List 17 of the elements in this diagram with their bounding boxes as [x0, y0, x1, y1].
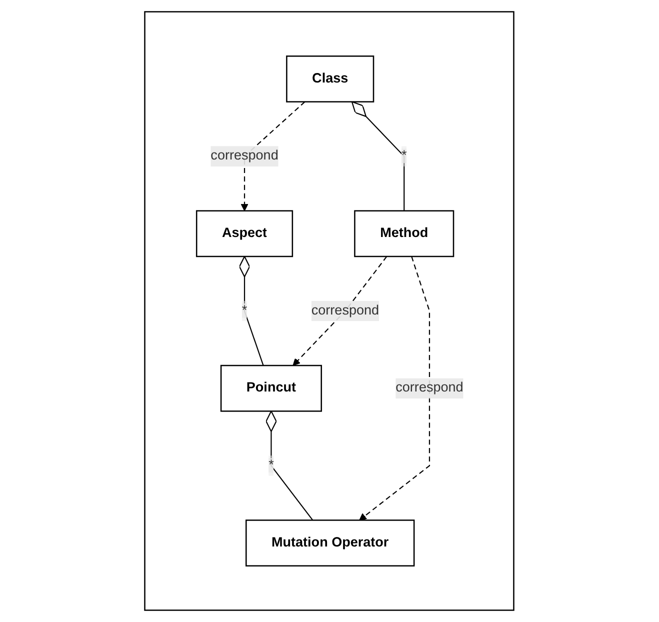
connector: [239, 256, 264, 366]
arrow: [359, 256, 430, 521]
edge-label: *: [402, 148, 407, 164]
connector: [266, 410, 314, 521]
cluster: [144, 11, 515, 611]
edge-label: correspond: [210, 148, 279, 164]
edge-label: *: [242, 303, 248, 318]
node-box: Mutation Operator: [246, 520, 415, 566]
edge-label: correspond: [396, 380, 464, 396]
edge-label: *: [268, 458, 274, 472]
node-box: Method: [354, 210, 454, 258]
node-box: Class: [286, 56, 374, 102]
connector: [352, 101, 405, 211]
node-box: Poincut: [220, 364, 322, 412]
edge-label: correspond: [312, 303, 380, 318]
node-box: Aspect: [196, 210, 294, 258]
arrow: [292, 256, 388, 366]
